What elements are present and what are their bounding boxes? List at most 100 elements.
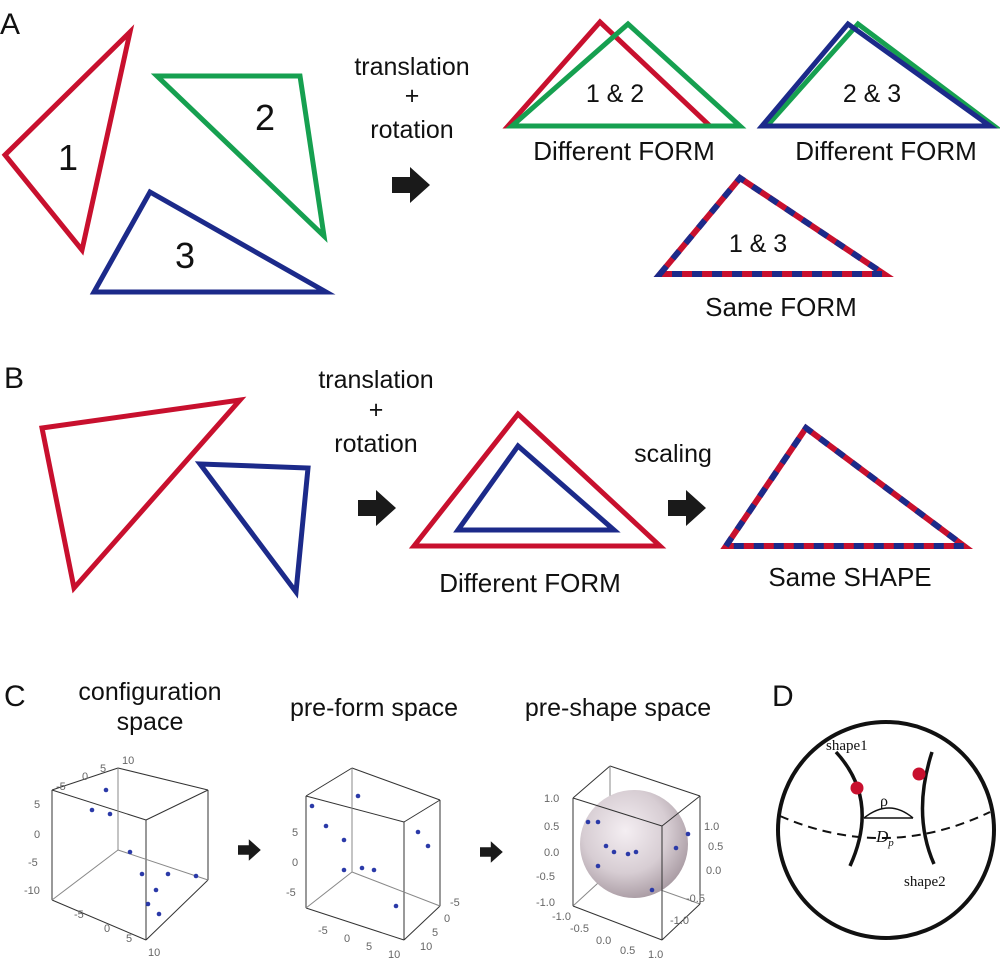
- rho-label: ρ: [880, 793, 888, 810]
- panel-a-transform-line1: translation: [354, 53, 469, 81]
- panel-a-transform-line3: rotation: [370, 116, 453, 144]
- svg-text:-0.5: -0.5: [536, 871, 555, 883]
- panel-a-transform-line2: +: [405, 82, 420, 110]
- svg-text:-1.0: -1.0: [670, 915, 689, 927]
- panel-a: A 1 2 3 translation + rotation 1 & 2 Dif…: [0, 8, 1000, 322]
- svg-text:10: 10: [420, 941, 432, 953]
- svg-text:1.0: 1.0: [648, 949, 663, 960]
- space-1-title-line1: configuration: [78, 678, 221, 706]
- overlay-23-triangle-3: [756, 20, 998, 129]
- nested-triangle-outer: [408, 410, 667, 549]
- triangle-3: [89, 188, 336, 295]
- svg-text:-0.5: -0.5: [570, 923, 589, 935]
- svg-text:1.0: 1.0: [544, 793, 559, 805]
- panel-c-letter: C: [4, 680, 26, 713]
- svg-text:-5: -5: [318, 925, 328, 937]
- same-form-label: Same FORM: [705, 292, 857, 322]
- panel-b: B translation + rotation Different FORM …: [4, 362, 974, 599]
- triangle-2: [150, 73, 328, 243]
- svg-text:-1.0: -1.0: [536, 897, 555, 909]
- svg-text:-5: -5: [450, 897, 460, 909]
- svg-text:0: 0: [444, 913, 450, 925]
- pre-shape-space-plot: [572, 765, 701, 941]
- unit-sphere: [580, 790, 688, 898]
- triangle-small: [194, 461, 311, 599]
- pre-form-space-plot: [305, 767, 441, 941]
- panel-b-transform-line2: +: [369, 396, 384, 424]
- svg-text:0: 0: [82, 771, 88, 783]
- svg-text:0: 0: [34, 829, 40, 841]
- panel-b-arrow-1-icon: [358, 490, 396, 526]
- panel-a-arrow-icon: [392, 167, 430, 203]
- space-1-title-line2: space: [117, 708, 184, 736]
- panel-d-letter: D: [772, 680, 794, 713]
- svg-text:-5: -5: [74, 909, 84, 921]
- svg-text:0: 0: [344, 933, 350, 945]
- svg-text:0.5: 0.5: [544, 821, 559, 833]
- space-3-title: pre-shape space: [525, 694, 711, 722]
- dp-label: Dp: [875, 827, 894, 849]
- panel-b-arrow-2-icon: [668, 490, 706, 526]
- overlay-12-triangle-2: [505, 20, 747, 129]
- svg-text:5: 5: [366, 941, 372, 953]
- svg-text:5: 5: [432, 927, 438, 939]
- overlay-13-triangle-3: [653, 174, 894, 277]
- pair-13-label: 1 & 3: [729, 230, 787, 258]
- shape2-point: [912, 767, 926, 781]
- panel-c: C configuration space pre-form space pre…: [4, 678, 723, 960]
- svg-text:-5: -5: [286, 887, 296, 899]
- same-shape-label: Same SHAPE: [768, 562, 931, 592]
- triangle-1: [1, 24, 135, 256]
- panel-a-letter: A: [0, 8, 20, 41]
- triangle-3-label: 3: [175, 235, 195, 276]
- svg-text:0.5: 0.5: [620, 945, 635, 957]
- overlay-13-triangle-1: [653, 174, 894, 277]
- svg-text:0: 0: [292, 857, 298, 869]
- sphere-equator: [779, 811, 991, 840]
- triangle-2-label: 2: [255, 97, 275, 138]
- pre-form-space-ticks: 5 0 -5 -5 0 5 10 10 5 0 -5: [286, 827, 460, 960]
- different-form-23-label: Different FORM: [795, 136, 977, 166]
- pair-12-label: 1 & 2: [586, 80, 644, 108]
- svg-text:0.0: 0.0: [596, 935, 611, 947]
- svg-text:5: 5: [126, 933, 132, 945]
- svg-text:-0.5: -0.5: [686, 893, 705, 905]
- svg-text:1.0: 1.0: [704, 821, 719, 833]
- shape2-label: shape2: [904, 874, 946, 890]
- pre-form-space-points: [309, 793, 431, 909]
- svg-text:-10: -10: [24, 885, 40, 897]
- svg-text:-5: -5: [28, 857, 38, 869]
- svg-text:10: 10: [148, 947, 160, 959]
- pair-23-label: 2 & 3: [843, 80, 901, 108]
- shape-space-sphere: [776, 720, 996, 940]
- svg-text:5: 5: [34, 799, 40, 811]
- overlay-23-triangle-2: [761, 20, 1000, 129]
- scaled-triangle-red: [720, 423, 974, 549]
- rho-arc: [863, 807, 914, 819]
- svg-text:5: 5: [100, 763, 106, 775]
- panel-b-letter: B: [4, 362, 24, 395]
- svg-text:10: 10: [388, 949, 400, 960]
- svg-text:0.0: 0.0: [706, 865, 721, 877]
- panel-d: D shape1 shape2 ρ Dp: [772, 680, 996, 940]
- svg-text:5: 5: [292, 827, 298, 839]
- svg-text:0.5: 0.5: [708, 841, 723, 853]
- pre-shape-space-points: [585, 819, 691, 893]
- panel-c-arrow-1-icon: [238, 839, 261, 861]
- panel-b-transform-line1: translation: [318, 366, 433, 394]
- svg-text:-1.0: -1.0: [552, 911, 571, 923]
- different-form-12-label: Different FORM: [533, 136, 715, 166]
- scaled-triangle-blue: [720, 423, 974, 549]
- configuration-space-points: [89, 787, 199, 917]
- triangle-large: [39, 396, 247, 594]
- svg-text:0: 0: [104, 923, 110, 935]
- svg-text:-5: -5: [56, 781, 66, 793]
- shape1-point: [850, 781, 864, 795]
- triangle-1-label: 1: [58, 137, 78, 178]
- shape2-curve: [920, 751, 936, 865]
- panel-c-arrow-2-icon: [480, 841, 503, 863]
- configuration-space-plot: [51, 767, 209, 941]
- space-2-title: pre-form space: [290, 694, 458, 722]
- nested-triangle-inner: [453, 442, 621, 533]
- panel-b-different-form-label: Different FORM: [439, 568, 621, 598]
